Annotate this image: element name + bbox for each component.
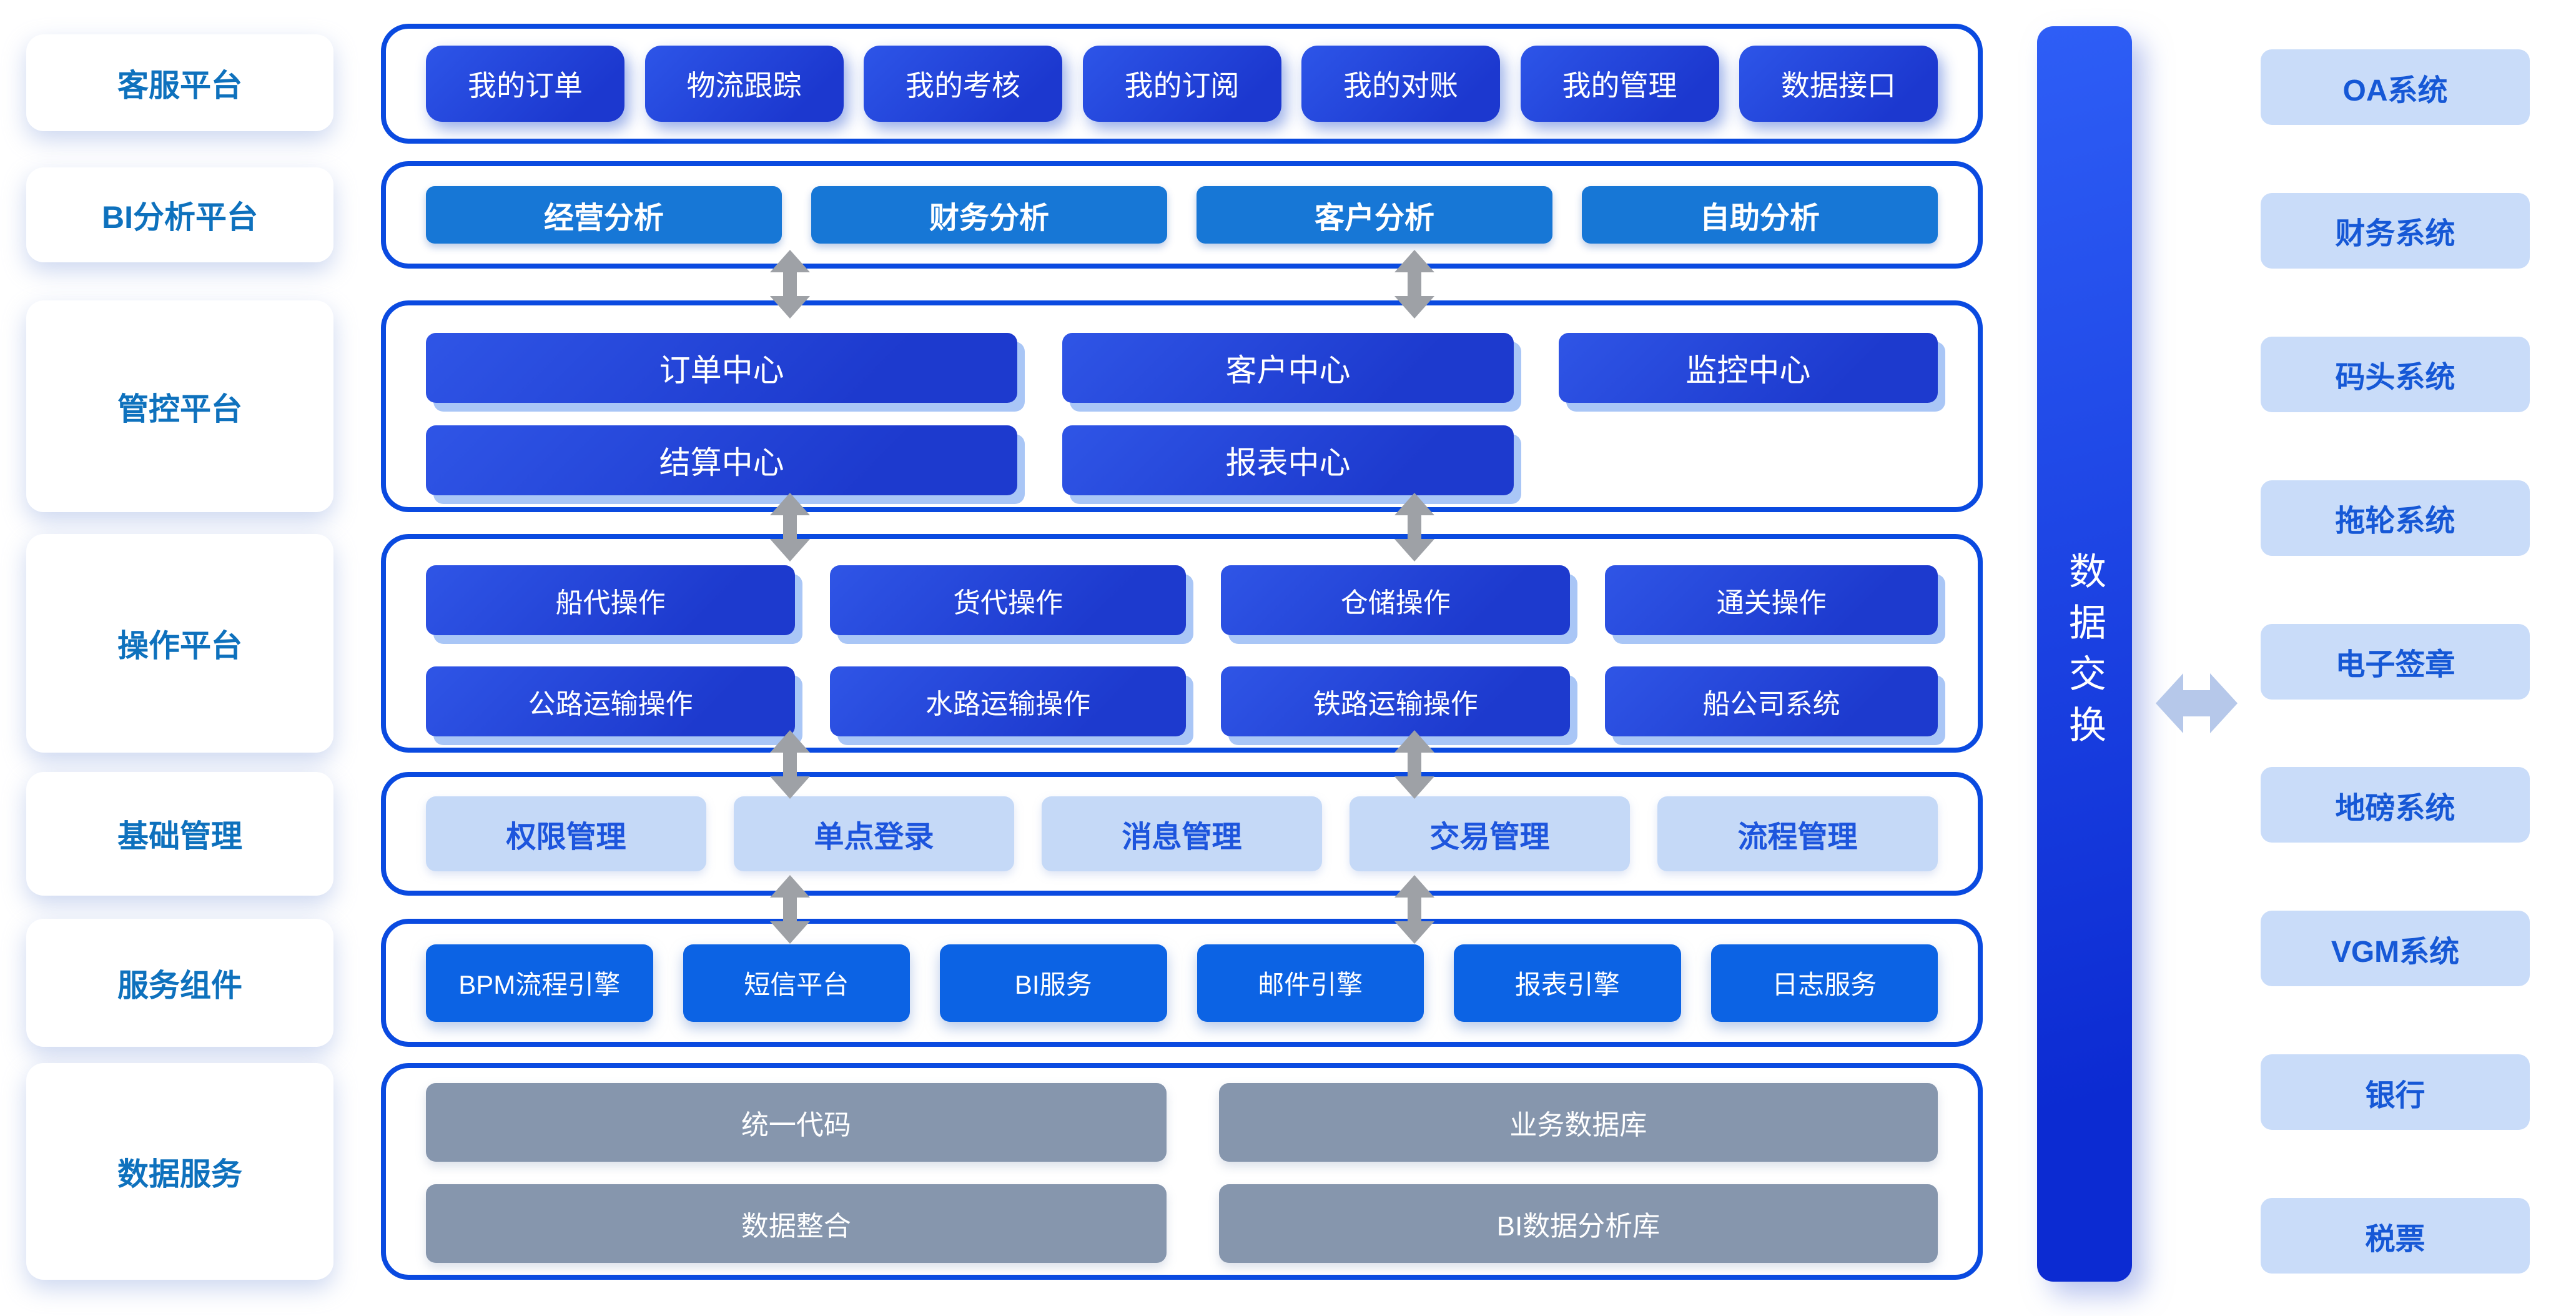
node-waterway-transport-ops: 水路运输操作: [830, 666, 1187, 736]
node-financial-system: 财务系统: [2261, 192, 2530, 269]
data-exchange-label: 数据交换: [2063, 552, 2106, 756]
bi-analysis-panel: 经营分析 财务分析 客户分析 自助分析: [381, 161, 1983, 269]
node-report-engine: 报表引擎: [1454, 944, 1681, 1022]
node-road-transport-ops: 公路运输操作: [426, 666, 796, 736]
node-oa-system: OA系统: [2261, 49, 2530, 125]
double-arrow-vertical-icon: [770, 493, 810, 562]
node-customer-center: 客户中心: [1062, 333, 1514, 403]
node-data-interface: 数据接口: [1739, 46, 1938, 122]
sidebar-card-customer-service-platform: 客服平台: [26, 34, 333, 131]
control-platform-panel: 订单中心 客户中心 监控中心 结算中心 报表中心: [381, 300, 1983, 512]
node-logistics-tracking: 物流跟踪: [644, 46, 844, 122]
node-dock-system: 码头系统: [2261, 336, 2530, 412]
node-unified-code: 统一代码: [426, 1083, 1167, 1162]
node-bank: 银行: [2261, 1054, 2530, 1130]
node-tugboat-system: 拖轮系统: [2261, 480, 2530, 556]
node-mail-engine: 邮件引擎: [1197, 944, 1424, 1022]
node-customs-clearance-ops: 通关操作: [1605, 565, 1938, 635]
double-arrow-vertical-icon: [770, 875, 810, 944]
node-my-orders: 我的订单: [426, 46, 624, 122]
data-exchange-bar: 数据交换: [2037, 26, 2132, 1282]
node-shipping-company-system: 船公司系统: [1605, 666, 1938, 736]
double-arrow-vertical-icon: [1394, 493, 1434, 562]
node-process-management: 流程管理: [1657, 796, 1938, 871]
node-my-management: 我的管理: [1520, 46, 1719, 122]
node-tax-invoice: 税票: [2261, 1198, 2530, 1274]
node-permission-management: 权限管理: [426, 796, 706, 871]
customer-service-panel: 我的订单 物流跟踪 我的考核 我的订阅 我的对账 我的管理 数据接口: [381, 24, 1983, 144]
data-service-panel: 统一代码 业务数据库 数据整合 BI数据分析库: [381, 1063, 1983, 1280]
node-railway-transport-ops: 铁路运输操作: [1221, 666, 1571, 736]
node-message-management: 消息管理: [1042, 796, 1322, 871]
node-order-center: 订单中心: [426, 333, 1018, 403]
node-shipping-agency-ops: 船代操作: [426, 565, 796, 635]
node-customer-analysis: 客户分析: [1197, 186, 1552, 244]
node-warehousing-ops: 仓储操作: [1221, 565, 1571, 635]
sidebar-card-data-service: 数据服务: [26, 1063, 333, 1280]
service-components-panel: BPM流程引擎 短信平台 BI服务 邮件引擎 报表引擎 日志服务: [381, 919, 1983, 1047]
node-bpm-process-engine: BPM流程引擎: [426, 944, 653, 1022]
double-arrow-vertical-icon: [770, 250, 810, 319]
sidebar-card-operation-platform: 操作平台: [26, 534, 333, 753]
node-self-service-analysis: 自助分析: [1582, 186, 1938, 244]
node-financial-analysis: 财务分析: [811, 186, 1167, 244]
node-electronic-signature: 电子签章: [2261, 623, 2530, 700]
sidebar-card-control-platform: 管控平台: [26, 300, 333, 512]
sidebar-card-service-components: 服务组件: [26, 919, 333, 1047]
node-data-integration: 数据整合: [426, 1184, 1167, 1263]
node-settlement-center: 结算中心: [426, 425, 1018, 495]
node-vgm-system: VGM系统: [2261, 911, 2530, 987]
node-monitoring-center: 监控中心: [1558, 333, 1938, 403]
basic-management-panel: 权限管理 单点登录 消息管理 交易管理 流程管理: [381, 772, 1983, 896]
external-systems-column: OA系统 财务系统 码头系统 拖轮系统 电子签章 地磅系统 VGM系统 银行 税…: [2261, 49, 2530, 1274]
node-freight-forwarder-ops: 货代操作: [830, 565, 1187, 635]
double-arrow-vertical-icon: [770, 730, 810, 799]
node-weighbridge-system: 地磅系统: [2261, 767, 2530, 843]
grid-spacer: [1559, 425, 1938, 495]
sidebar-card-bi-analysis-platform: BI分析平台: [26, 167, 333, 262]
node-my-reconciliation: 我的对账: [1301, 46, 1500, 122]
double-arrow-vertical-icon: [1394, 875, 1434, 944]
node-my-assessment: 我的考核: [864, 46, 1062, 122]
operation-platform-panel: 船代操作 货代操作 仓储操作 通关操作 公路运输操作 水路运输操作 铁路运输操作…: [381, 534, 1983, 753]
node-transaction-management: 交易管理: [1350, 796, 1630, 871]
node-bi-service: BI服务: [940, 944, 1167, 1022]
double-arrow-horizontal-icon: [2156, 673, 2238, 733]
node-bi-analysis-database: BI数据分析库: [1218, 1184, 1938, 1263]
node-business-analysis: 经营分析: [426, 186, 782, 244]
node-log-service: 日志服务: [1710, 944, 1938, 1022]
double-arrow-vertical-icon: [1394, 250, 1434, 319]
double-arrow-vertical-icon: [1394, 730, 1434, 799]
sidebar-card-basic-management: 基础管理: [26, 772, 333, 896]
node-business-database: 业务数据库: [1218, 1083, 1938, 1162]
node-my-subscription: 我的订阅: [1082, 46, 1281, 122]
node-report-center: 报表中心: [1062, 425, 1514, 495]
node-single-sign-on: 单点登录: [734, 796, 1014, 871]
node-sms-platform: 短信平台: [683, 944, 910, 1022]
